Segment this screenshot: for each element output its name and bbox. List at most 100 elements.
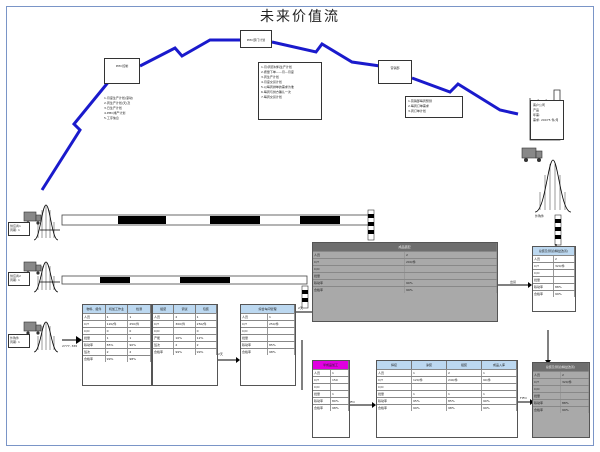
- wip-label: 外购件: [535, 214, 545, 218]
- table-cell: 产能: [153, 335, 175, 341]
- table-cell: [268, 335, 295, 341]
- table-cell: 合格率: [377, 405, 412, 411]
- timeline-segment-1b: [210, 216, 260, 224]
- lead-time-label: 2777, 365: [62, 344, 78, 348]
- table-row: C/O: [533, 269, 575, 276]
- table-cell: C/O: [377, 384, 412, 390]
- table-cell: 1: [331, 370, 349, 376]
- table-cell: C/O: [241, 328, 268, 334]
- table-cell: 人员: [153, 314, 175, 320]
- table-cell: [405, 266, 497, 272]
- table-header-cell: 组装: [447, 361, 482, 369]
- lt-left-label: 2天: [218, 352, 223, 356]
- table-cell: 99%: [106, 356, 129, 362]
- table-cell: 人员: [533, 256, 554, 262]
- info-flow-line-right: [411, 76, 519, 116]
- table-cell: 320/件: [561, 379, 589, 385]
- table-cell: 12%: [196, 335, 217, 341]
- table-cell: C/T: [153, 321, 175, 327]
- table-cell: 批量: [83, 335, 106, 341]
- table-cell: C/T: [83, 321, 106, 327]
- table-header-cell: 半成品加工: [313, 361, 349, 369]
- table-header-cell: 成品装配: [313, 243, 497, 251]
- customer-truck-icon: [521, 147, 543, 162]
- timeline-segment-1a: [118, 216, 166, 224]
- table-header-cell: 检测: [128, 305, 151, 313]
- table-header: 物料、组件机加工作业检测: [83, 305, 151, 313]
- table-cell: C/T: [533, 379, 561, 385]
- table-cell: 1: [128, 335, 151, 341]
- table-cell: 人员: [377, 370, 412, 376]
- table-cell: 人员: [313, 370, 331, 376]
- timeline-segment-1c: [300, 216, 340, 224]
- lt-right-label: 2天: [298, 306, 303, 310]
- table-cell: 1: [106, 314, 129, 320]
- table-cell: 95%: [412, 398, 447, 404]
- table-cell: [554, 270, 575, 276]
- table-cell: 2: [405, 252, 497, 258]
- table-cell: 稼动率: [377, 398, 412, 404]
- table-cell: 99%: [174, 349, 196, 355]
- table-header-cell: 成品入库: [482, 361, 517, 369]
- table-cell: C/O: [313, 384, 331, 390]
- table-cell: [331, 384, 349, 390]
- table-cell: 99%: [482, 405, 517, 411]
- table-header-cell: 物料、组件: [83, 305, 106, 313]
- table-row: C/O: [533, 385, 589, 392]
- production-control-box: PMC部门计划: [240, 30, 272, 48]
- table-cell: [412, 384, 447, 390]
- table-cell: 人员: [533, 372, 561, 378]
- table-header: 焊接涂装组装成品入库: [377, 361, 517, 369]
- table-cell: C/O: [313, 266, 405, 272]
- table-cell: 88%: [561, 400, 589, 406]
- table-cell: 85%: [268, 342, 295, 348]
- table-cell: 稼动率: [533, 400, 561, 406]
- table-cell: 2: [174, 342, 196, 348]
- table-cell: 0: [196, 328, 217, 334]
- table-cell: 250/件: [268, 321, 295, 327]
- table-cell: 99%: [196, 349, 217, 355]
- table-cell: 98%: [128, 356, 151, 362]
- table-cell: 150: [331, 377, 349, 383]
- table-cell: [174, 328, 196, 334]
- table-cell: [554, 277, 575, 283]
- table-cell: 80%: [331, 398, 349, 404]
- table-cell: 98%: [268, 349, 295, 355]
- table-row: C/O: [313, 265, 497, 272]
- table-cell: 90/件: [482, 377, 517, 383]
- table-cell: 99%: [554, 291, 575, 297]
- table-cell: [447, 384, 482, 390]
- bell-curve-supplier1: [33, 204, 59, 241]
- table-cell: 0: [106, 328, 129, 334]
- table-header: 半成品加工: [313, 361, 349, 369]
- table-row: C/O: [313, 383, 349, 390]
- supplier3-truck-icon: [23, 321, 42, 335]
- info-flow-line-top-right: [271, 40, 381, 68]
- table-row: 批量: [313, 272, 497, 279]
- supplier-box: 营销部: [378, 60, 412, 84]
- bell-curve-supplier2: [33, 261, 59, 293]
